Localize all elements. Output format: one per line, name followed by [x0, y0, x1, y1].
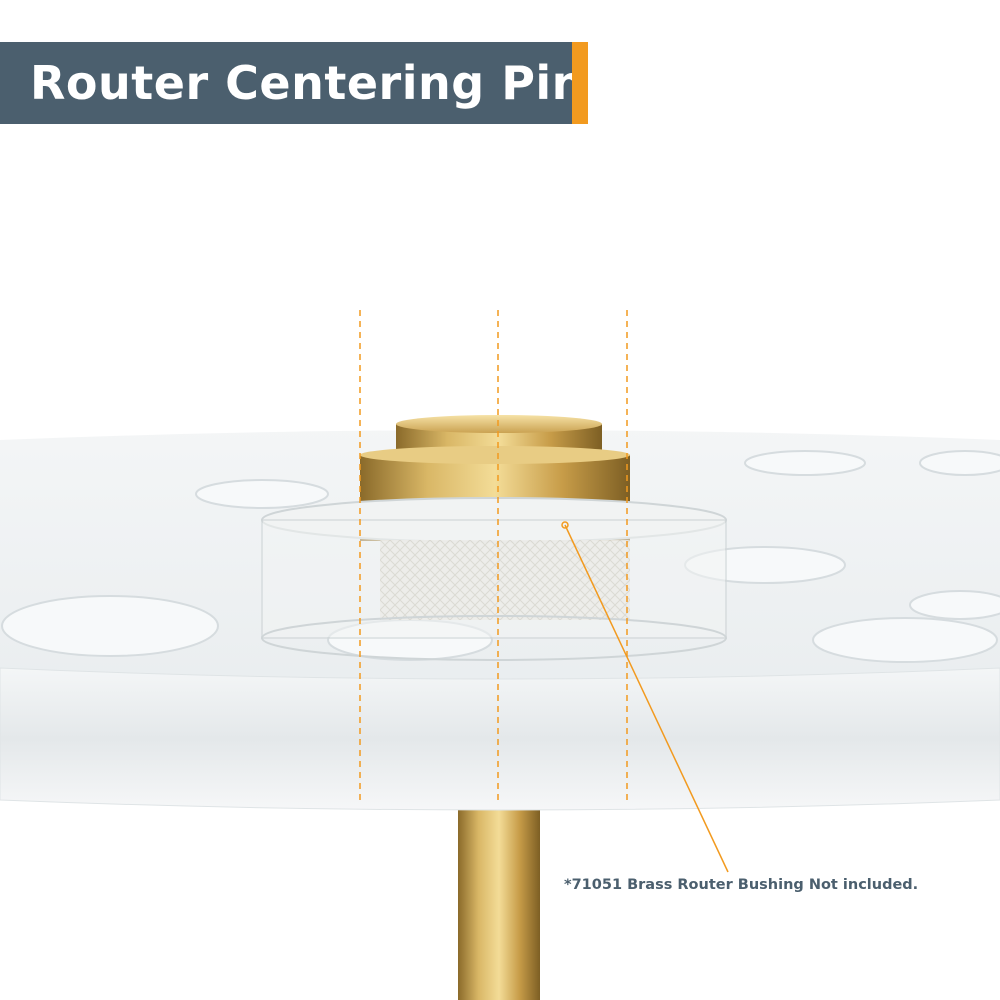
- acrylic-ring: [261, 519, 727, 639]
- title-accent-stripe: [572, 42, 588, 124]
- callout-line: [564, 524, 729, 873]
- guide-lines: [359, 310, 628, 805]
- title-banner: Router Centering Pin: [0, 42, 584, 124]
- page-title: Router Centering Pin: [30, 56, 585, 110]
- callout-dot: [561, 521, 569, 529]
- brass-rod: [458, 805, 540, 1000]
- bushing-note: *71051 Brass Router Bushing Not included…: [564, 877, 919, 893]
- acrylic-plate-edge: [0, 667, 1000, 811]
